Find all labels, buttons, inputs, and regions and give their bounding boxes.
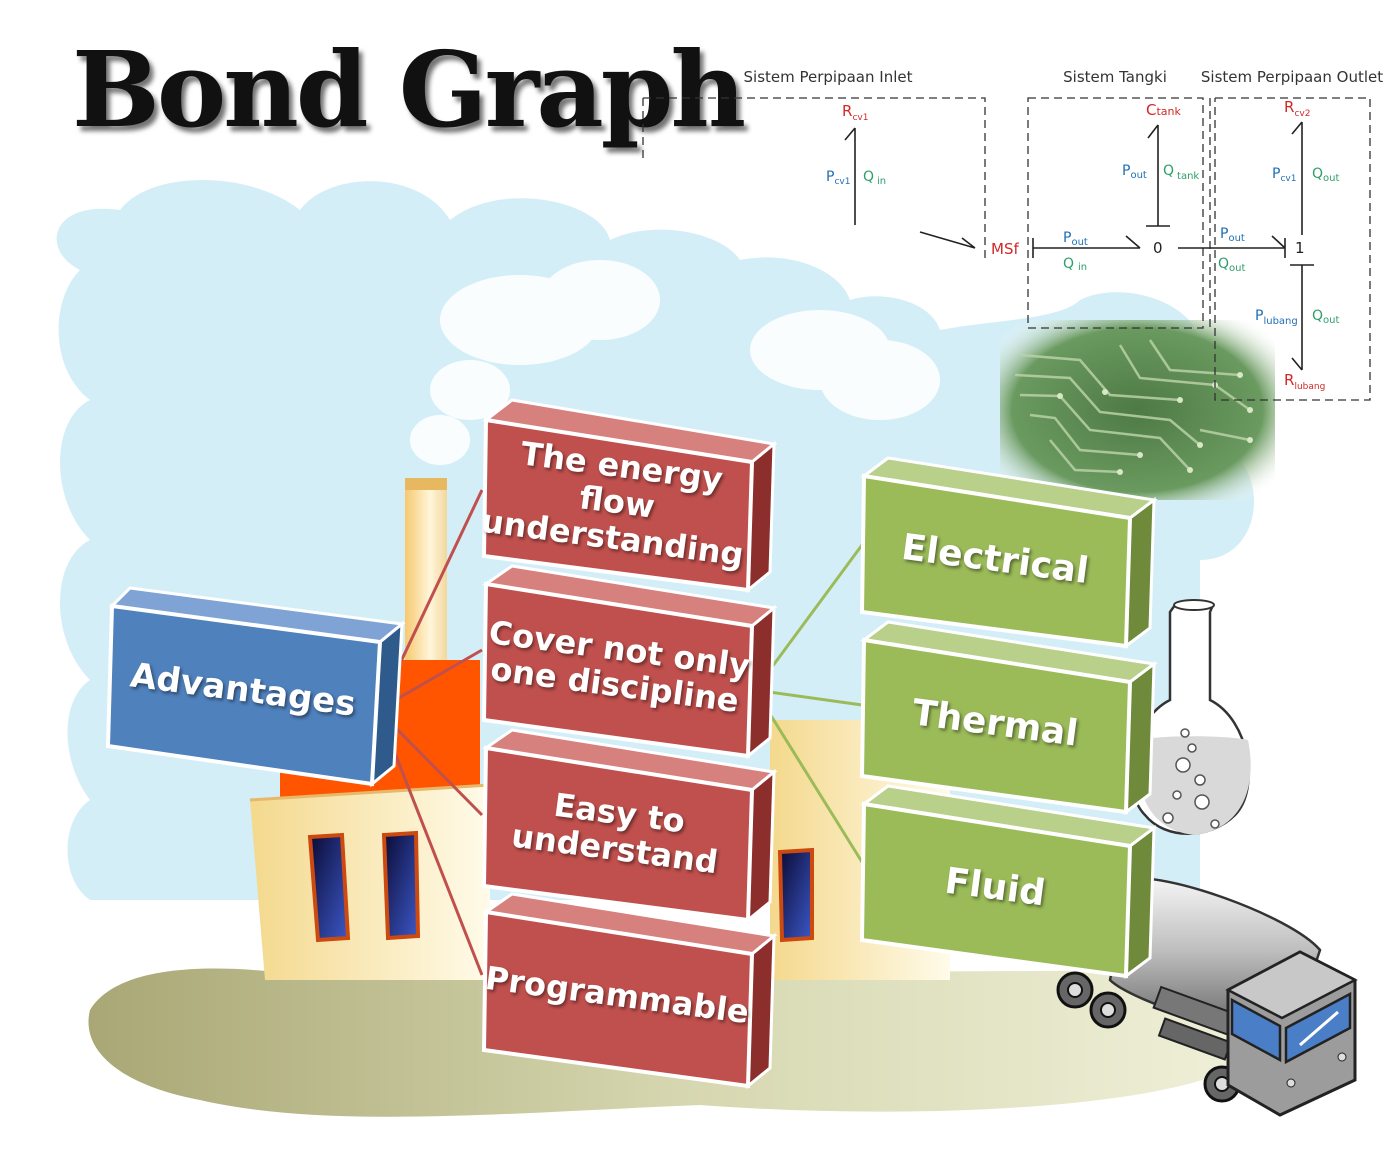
bond-one-rcv2 — [1291, 121, 1303, 235]
element-rcv2: Rcv2 — [1284, 98, 1310, 119]
discipline-box-electrical — [859, 456, 1158, 650]
advantage-box-easy — [481, 728, 778, 924]
discipline-box-thermal — [859, 620, 1158, 816]
effort-label-tank: Pout — [1122, 163, 1147, 181]
cloud-highlights — [410, 260, 940, 465]
page-title: Bond Graph — [72, 28, 746, 151]
flask-icon — [1130, 599, 1251, 835]
bond-graph-diagram: Sistem Perpipaan Inlet Sistem Tangki Sis… — [642, 68, 1383, 401]
advantage-box-programmable — [481, 892, 778, 1090]
factory-window — [307, 832, 351, 943]
bond-msf-zero — [1032, 235, 1141, 258]
element-msf: MSf — [991, 240, 1019, 258]
element-rcv1: Rcv1 — [842, 102, 868, 123]
effort-label-inlet: Pcv1 — [826, 169, 850, 187]
discipline-box-fluid — [859, 784, 1158, 980]
bond-zero-one — [1178, 235, 1286, 258]
flow-label-lubang: Qout — [1312, 308, 1339, 326]
effort-label-msf: Pout — [1063, 230, 1088, 248]
section-label-inlet: Sistem Perpipaan Inlet — [744, 68, 913, 86]
inlet-section-box — [643, 97, 986, 258]
element-rlubang: Rlubang — [1284, 371, 1325, 392]
tanker-truck-icon — [1056, 877, 1358, 1117]
factory-window — [381, 830, 421, 941]
bond-one-rlubang — [1290, 264, 1314, 371]
circuit-board-image — [1000, 320, 1275, 500]
factory-window — [777, 847, 814, 943]
flow-label-zero-one: Qout — [1218, 256, 1245, 274]
flow-label-outlet: Qout — [1312, 166, 1339, 184]
connector-discipline-fluid — [753, 689, 864, 863]
advantage-box-discipline — [481, 564, 778, 760]
advantages-box — [105, 586, 406, 788]
bond-inlet-msf — [919, 231, 976, 249]
effort-label-lubang: Plubang — [1255, 308, 1298, 327]
outlet-section-box — [1214, 97, 1371, 401]
tank-section-box — [1027, 97, 1204, 329]
bond-inlet-rcv1 — [844, 127, 856, 225]
effort-label-outlet: Pcv1 — [1272, 166, 1296, 184]
factory-front-wall — [250, 785, 490, 980]
section-label-outlet: Sistem Perpipaan Outlet — [1201, 68, 1383, 86]
advantage-box-energy — [481, 398, 778, 594]
effort-label-zero-one: Pout — [1220, 226, 1245, 244]
bond-zero-ctank — [1146, 124, 1170, 227]
section-label-tank: Sistem Tangki — [1063, 68, 1167, 86]
junction-one: 1 — [1295, 239, 1305, 257]
junction-zero: 0 — [1153, 239, 1163, 257]
element-ctank: Ctank — [1146, 101, 1182, 119]
